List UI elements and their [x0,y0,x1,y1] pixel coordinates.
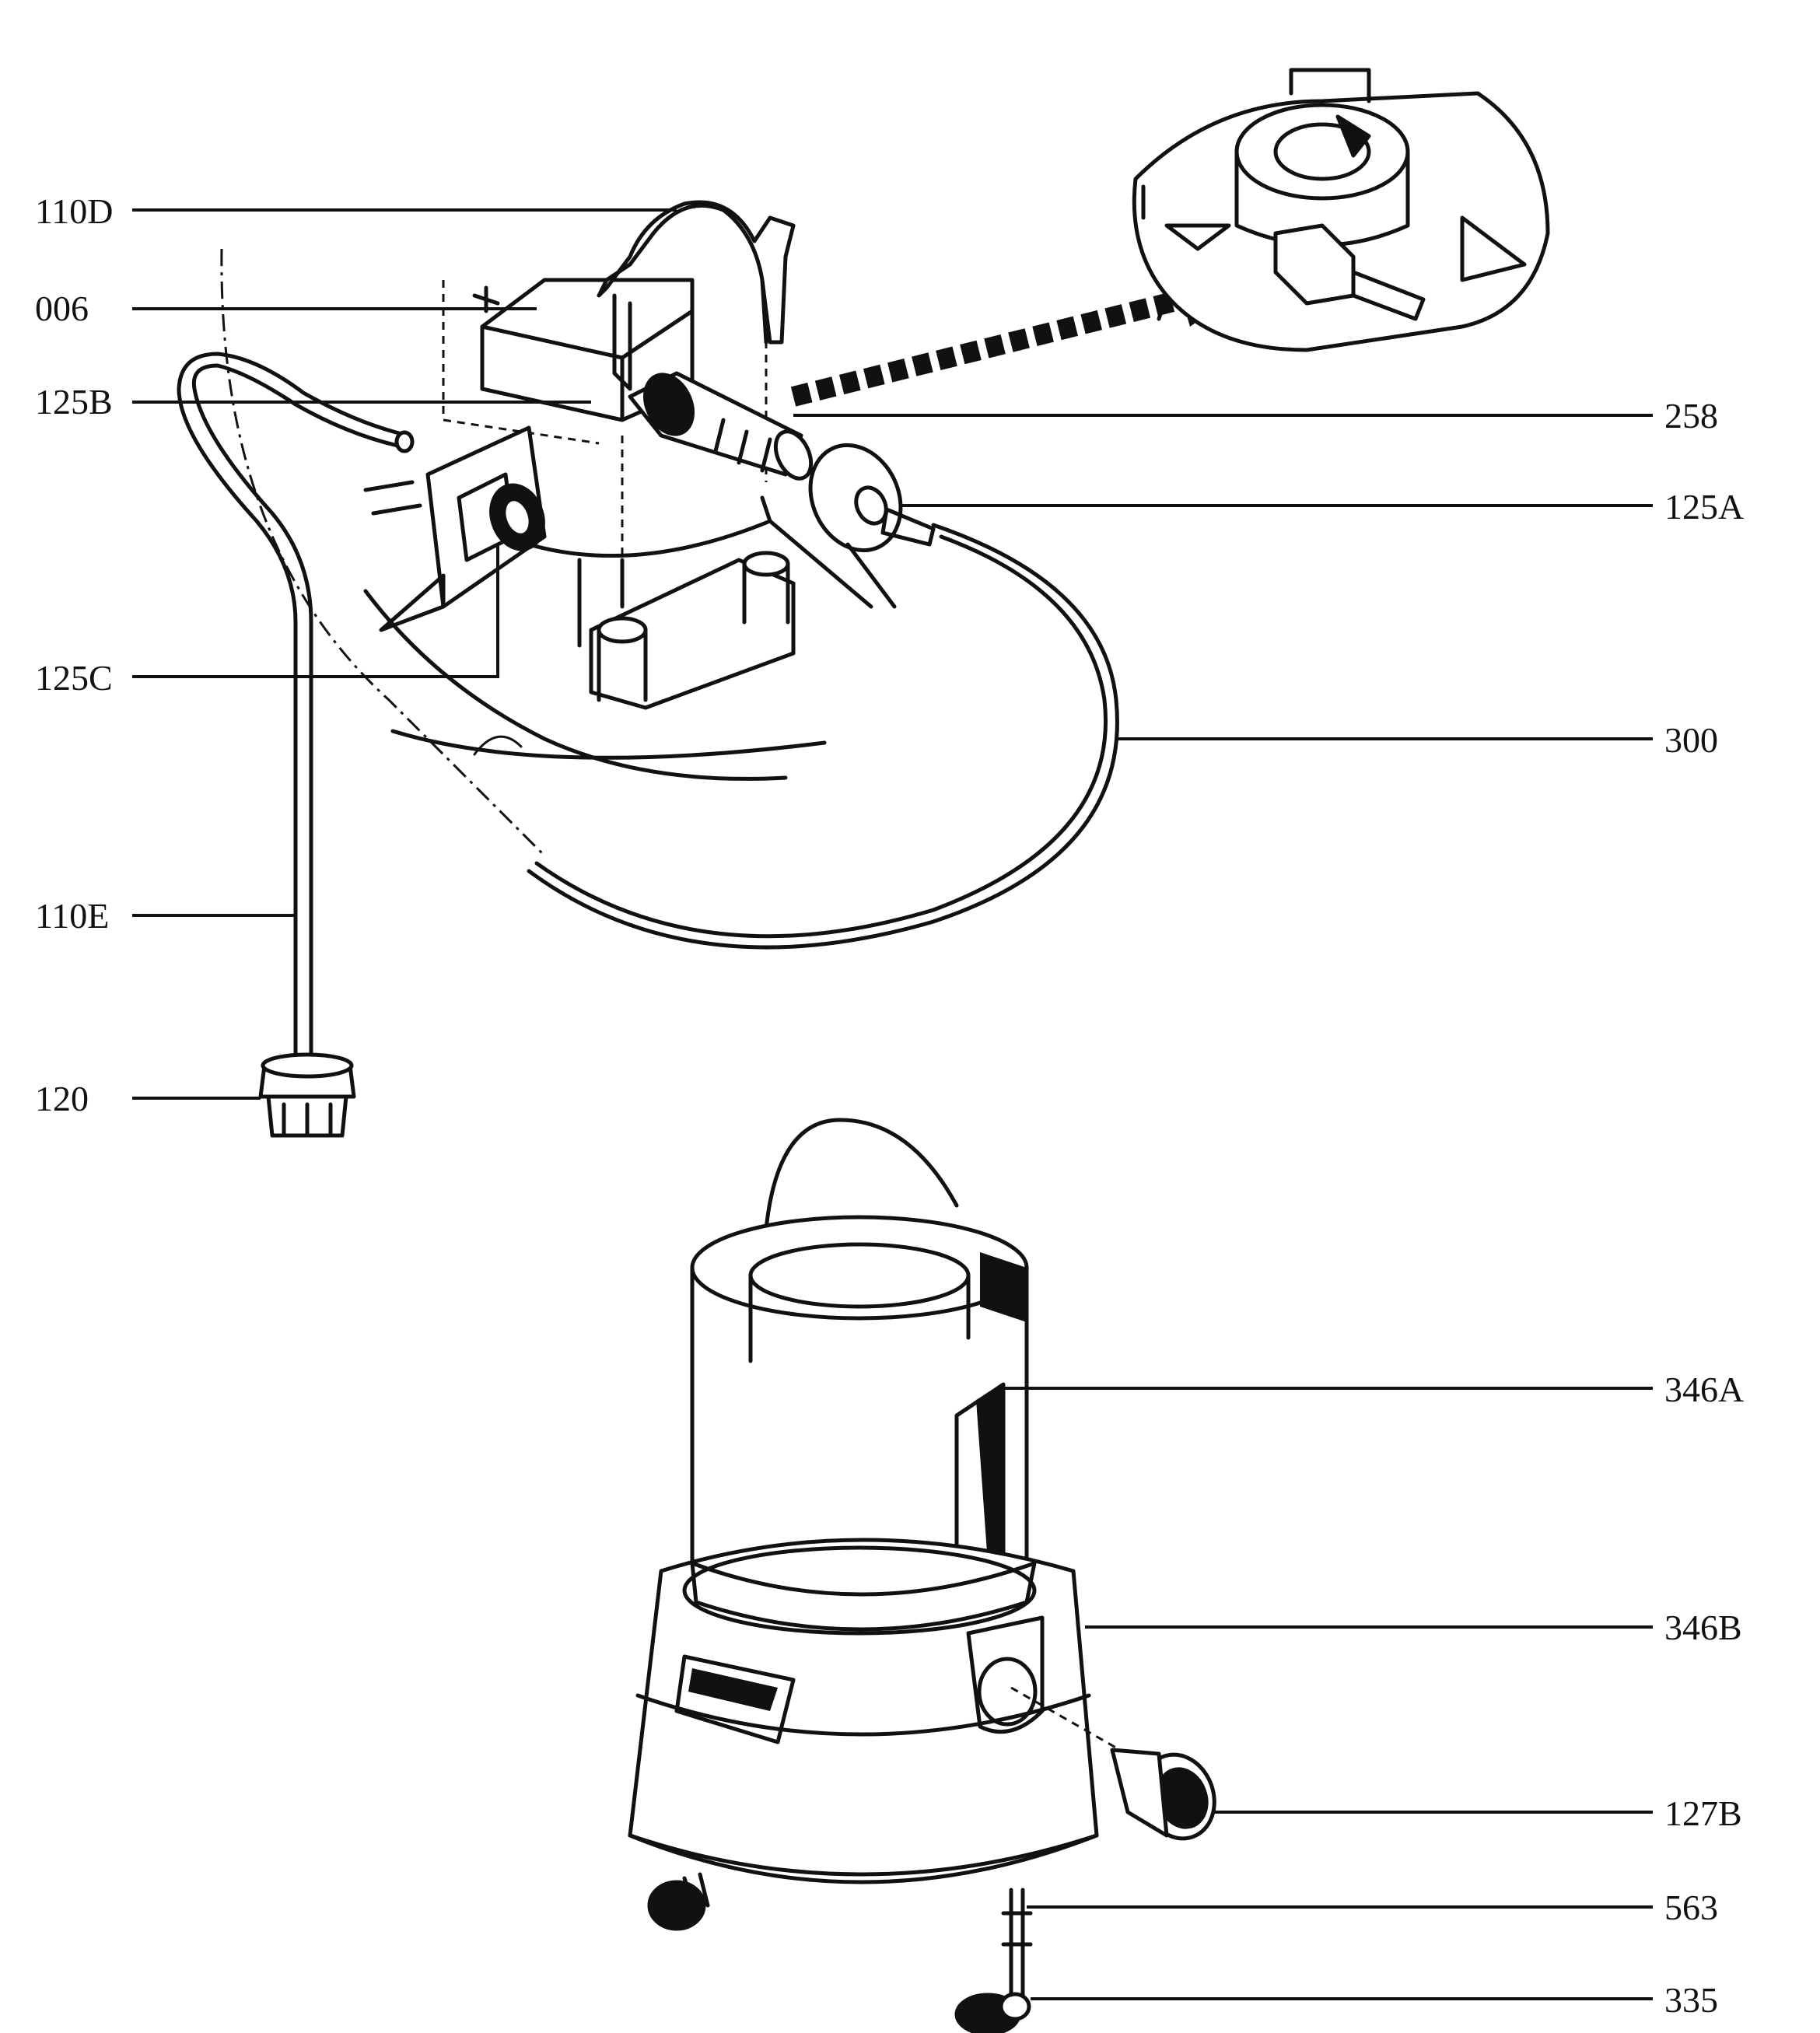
motor-head-assembly [220,200,936,857]
label-563: 563 [1664,1888,1718,1927]
label-335: 335 [1664,1980,1718,2020]
label-125b: 125B [35,382,113,422]
container-346a [690,1118,1029,1601]
label-120: 120 [35,1079,89,1118]
container-base-346b [628,1538,1121,1884]
cable-300 [527,523,1119,950]
plug-120 [258,1052,356,1138]
label-110d: 110D [35,191,114,231]
label-346b: 346B [1664,1608,1742,1647]
label-127b: 127B [1664,1793,1742,1833]
part-labels: 110D 006 125B 125C 110E 120 258 125A 300… [35,191,1744,2020]
label-125a: 125A [1664,487,1744,527]
label-346a: 346A [1664,1370,1744,1409]
inset-detail-view [1132,68,1550,352]
label-006: 006 [35,289,89,328]
castors-335 [647,1872,1033,2033]
plug-127b [1110,1748,1216,1841]
label-300: 300 [1664,720,1718,760]
hose-110e [177,352,415,1076]
label-125c: 125C [35,658,113,698]
leader-lines [132,208,1653,2000]
label-110e: 110E [35,896,109,936]
label-258: 258 [1664,396,1718,436]
